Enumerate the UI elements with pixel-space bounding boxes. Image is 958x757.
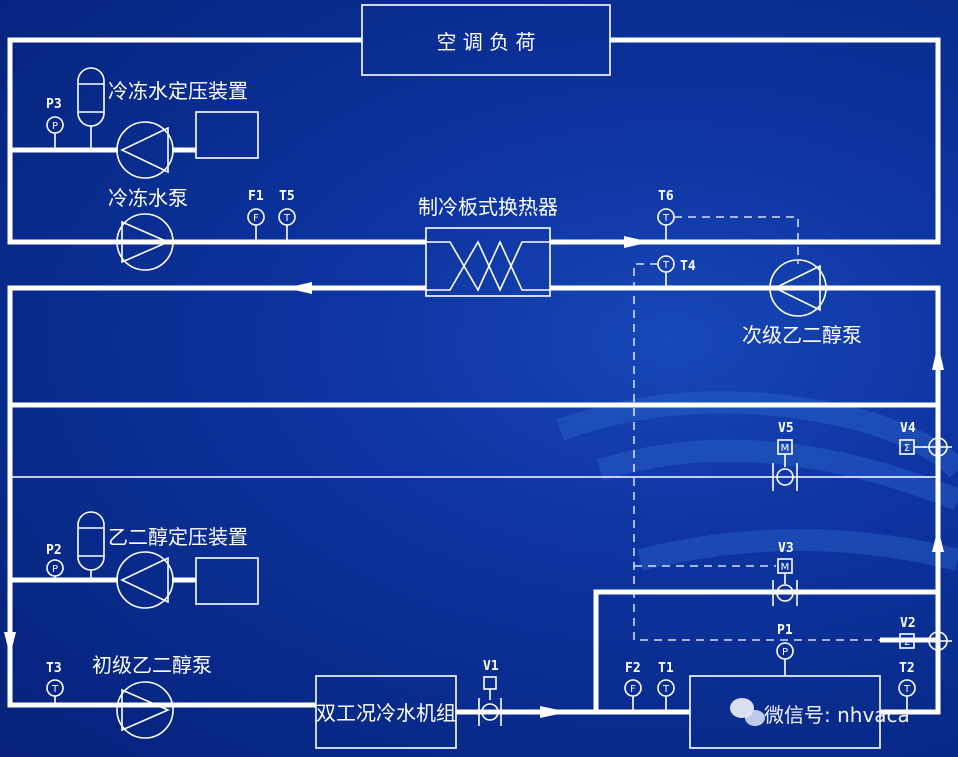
svg-text:P: P <box>782 647 788 658</box>
load-box: 空 调 负 荷 <box>361 4 611 76</box>
watermark-text: 微信号: nhvaca <box>764 703 910 727</box>
svg-text:V1: V1 <box>483 659 499 674</box>
dual-mode-chiller: 双工况冷水机组 <box>315 675 457 749</box>
background-swirl <box>556 391 958 571</box>
svg-text:P3: P3 <box>46 97 62 112</box>
svg-text:P2: P2 <box>46 543 62 558</box>
svg-text:F: F <box>253 213 259 224</box>
t6-sensor: T6 T <box>657 189 675 242</box>
t3-sensor: T3 T <box>46 661 64 705</box>
svg-text:M: M <box>781 443 790 454</box>
p1-gauge: P1 P <box>776 623 794 676</box>
arrow-up-right-2 <box>932 528 944 552</box>
svg-text:F2: F2 <box>625 661 641 676</box>
svg-text:T4: T4 <box>680 259 696 274</box>
arrow-left-glycol <box>286 282 312 294</box>
chw-pressurizer: 冷冻水定压装置 <box>77 67 259 179</box>
chw-pump: 冷冻水泵 <box>108 186 188 271</box>
primary-glycol-pump-label: 初级乙二醇泵 <box>92 653 212 677</box>
chiller-label: 双工况冷水机组 <box>316 701 456 725</box>
t5-sensor: T5 T <box>278 189 296 242</box>
svg-text:Σ: Σ <box>904 443 910 454</box>
primary-glycol-pump: 初级乙二醇泵 <box>92 653 212 739</box>
f2-sensor: F2 F <box>624 661 642 712</box>
svg-text:T1: T1 <box>658 661 674 676</box>
p3-gauge: P3 P <box>46 97 64 150</box>
svg-text:T2: T2 <box>899 661 915 676</box>
svg-text:V4: V4 <box>900 421 916 436</box>
arrow-up-right-1 <box>932 344 944 370</box>
f1-sensor: F1 F <box>247 189 265 242</box>
svg-text:P: P <box>52 121 58 132</box>
v2-valve: V2 Σ <box>899 616 952 651</box>
svg-text:T: T <box>903 684 911 695</box>
v3-valve: V3 M <box>772 541 798 606</box>
svg-text:T: T <box>51 684 59 695</box>
t1-sensor: T1 T <box>657 661 675 712</box>
arrow-down-left <box>4 632 16 656</box>
v4-valve: V4 Σ <box>899 421 952 457</box>
secondary-glycol-pump: 次级乙二醇泵 <box>742 259 862 347</box>
glycol-pressurizer-label: 乙二醇定压装置 <box>108 525 248 549</box>
chw-pressurizer-label: 冷冻水定压装置 <box>108 79 248 103</box>
svg-text:V3: V3 <box>778 541 794 556</box>
svg-text:V2: V2 <box>900 616 916 631</box>
control-dashed-lines <box>633 216 896 641</box>
svg-text:T3: T3 <box>46 661 62 676</box>
svg-text:T5: T5 <box>279 189 295 204</box>
svg-text:M: M <box>781 562 790 573</box>
svg-text:P1: P1 <box>777 623 793 638</box>
svg-text:T: T <box>662 260 670 271</box>
t2-sensor: T2 T <box>898 661 916 712</box>
plate-heat-exchanger: 制冷板式换热器 <box>418 195 558 297</box>
svg-text:Σ: Σ <box>904 637 910 648</box>
p2-gauge: P2 P <box>46 543 64 580</box>
svg-text:T: T <box>283 213 291 224</box>
wechat-icon <box>730 698 765 726</box>
glycol-pressurizer: 乙二醇定压装置 <box>77 511 259 609</box>
storage-tank-box <box>689 675 881 749</box>
flow-arrows <box>4 236 944 718</box>
svg-text:F1: F1 <box>248 189 264 204</box>
svg-text:F: F <box>630 684 636 695</box>
t4-sensor: T T4 <box>657 255 696 288</box>
arrow-right-bottom <box>540 706 568 718</box>
v1-valve: V1 <box>478 659 502 726</box>
secondary-glycol-pump-label: 次级乙二醇泵 <box>742 323 862 347</box>
v5-valve: V5 M <box>772 421 798 491</box>
chw-pump-label: 冷冻水泵 <box>108 186 188 210</box>
svg-text:T: T <box>662 684 670 695</box>
svg-text:T: T <box>662 213 670 224</box>
svg-text:P: P <box>52 564 58 575</box>
watermark: 微信号: nhvaca <box>730 698 910 727</box>
arrow-right-chw <box>624 236 650 248</box>
svg-text:T6: T6 <box>658 189 674 204</box>
plate-hx-label: 制冷板式换热器 <box>418 195 558 219</box>
load-box-label: 空 调 负 荷 <box>436 30 535 54</box>
pipes <box>7 37 941 715</box>
svg-text:V5: V5 <box>778 421 794 436</box>
